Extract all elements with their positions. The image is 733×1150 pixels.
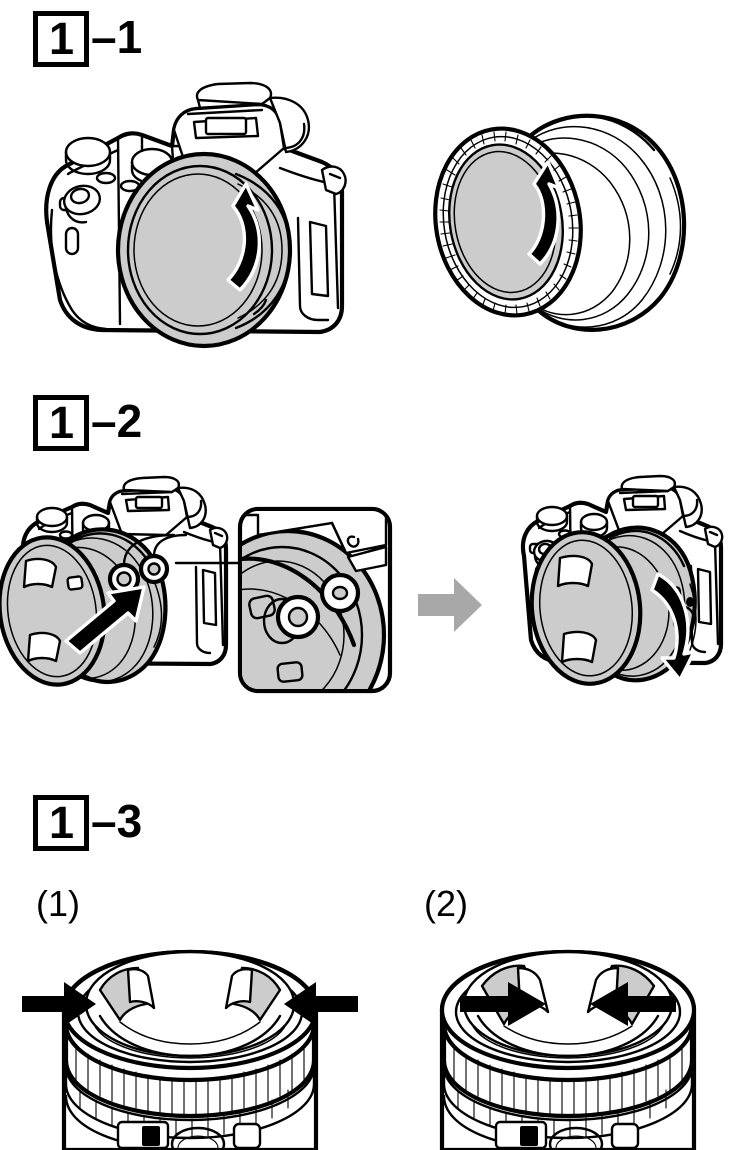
step-separator: – [91,11,117,63]
transition-arrow [414,572,486,638]
figure-front-lens-cap-tabs-pressed [400,900,733,1150]
step-number: 1 [48,396,74,448]
sub-label-2: (2) [424,883,468,924]
arrow-right-icon [418,578,482,632]
step-substep-number: 2 [116,395,143,447]
step-number: 1 [48,796,74,848]
figure-align-index-marks [0,475,246,725]
step-number-box: 1 [33,11,89,67]
step-substep-number: 1 [116,11,143,63]
step-separator: – [91,795,117,847]
step-separator: – [91,395,117,447]
step-heading-1-1: 1 – 1 [33,8,143,70]
step-heading-1-2: 1 – 2 [33,392,143,454]
step-heading-1-3: 1 – 3 [33,792,143,854]
figure-front-lens-cap-tabs-released [22,900,358,1150]
sub-label-1: (1) [36,883,80,924]
step-number: 1 [48,12,74,64]
step-substep-number: 3 [116,795,143,847]
figure-index-mark-detail-callout [174,505,396,695]
figure-camera-body-with-body-cap [22,78,362,349]
step-number-box: 1 [33,395,89,451]
step-number-box: 1 [33,795,89,851]
figure-rotate-lens-to-lock [498,474,733,724]
figure-lens-with-rear-lens-cap [412,88,712,343]
